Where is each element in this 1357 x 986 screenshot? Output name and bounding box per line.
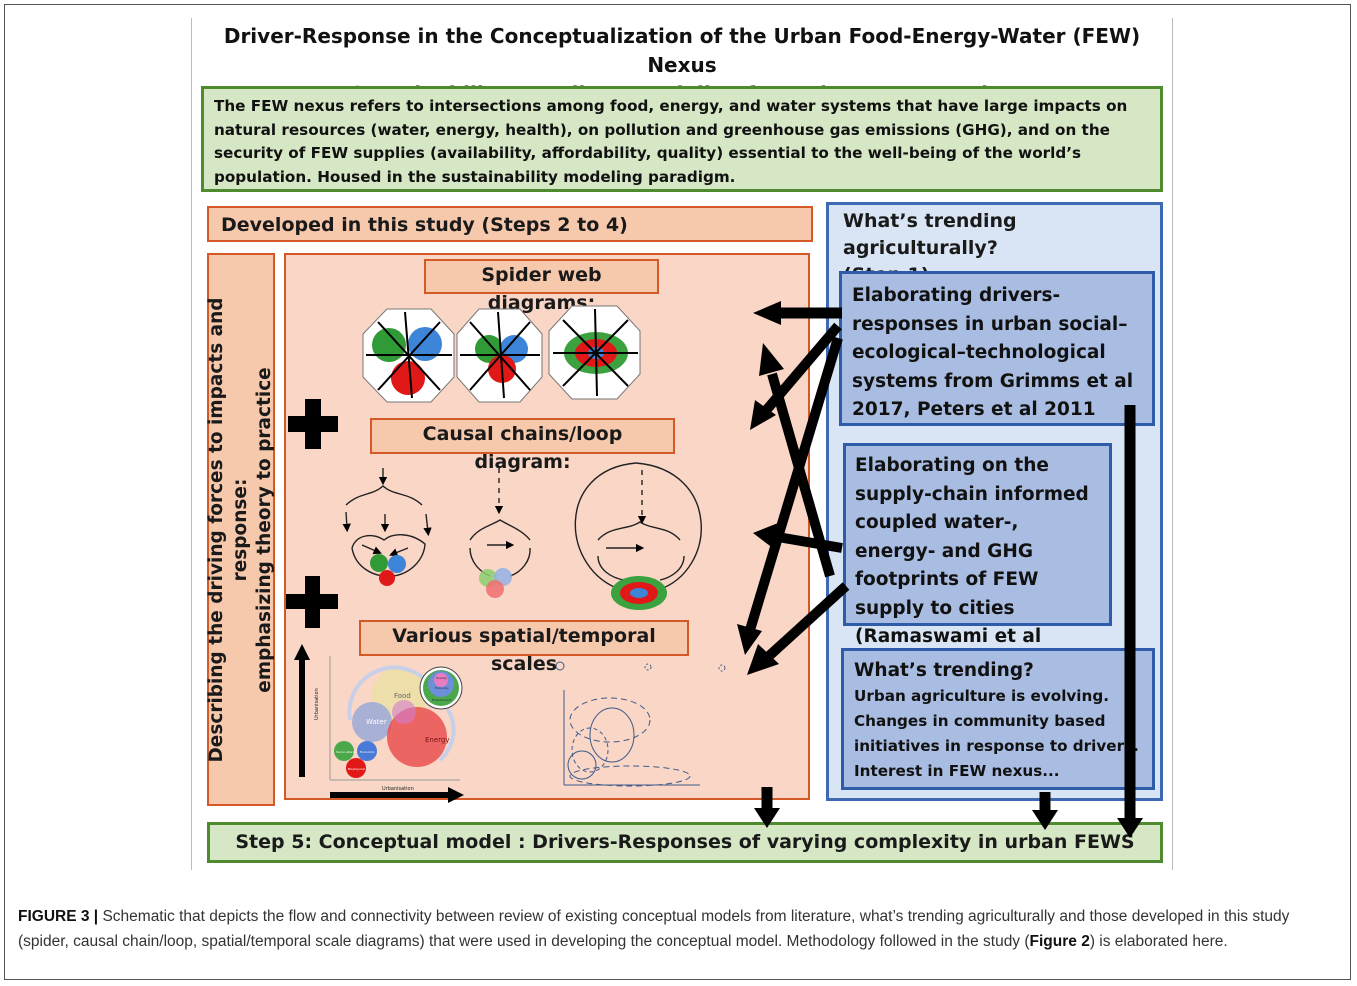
scales-y-axis-label: Urbanisation (314, 688, 320, 720)
right-divider (1172, 18, 1173, 870)
causal-1-red (379, 570, 395, 586)
nested-inner-label: Environment (432, 698, 452, 702)
causal-diagram-2 (469, 468, 531, 577)
nested-circles-mini (419, 666, 463, 710)
bubble-label-c: Biophysical (348, 767, 365, 771)
causal-1-green (370, 554, 388, 572)
developed-header: Developed in this study (Steps 2 to 4) (207, 206, 813, 242)
step5-label: Step 5: Conceptual model : Drivers-Respo… (235, 831, 1135, 853)
scales-label-box: Various spatial/temporal scales (359, 620, 689, 675)
left-divider (191, 18, 192, 870)
caption-figure-ref[interactable]: Figure 2 (1029, 932, 1090, 950)
causal-label-box: Causal chains/loop diagram: (370, 418, 675, 473)
bubble-label-a: Sociocultural (336, 750, 356, 754)
supply-chain-box: Elaborating on the supply-chain informed… (843, 443, 1112, 676)
gear-food-label: Food (394, 692, 411, 700)
plus-icon-1 (288, 399, 338, 449)
scales-sketch (555, 661, 726, 787)
step5-box: Step 5: Conceptual model : Drivers-Respo… (207, 822, 1163, 863)
causal-1-blue (388, 555, 406, 573)
caption-text: Schematic that depicts the flow and conn… (18, 908, 1290, 950)
scales-label: Various spatial/temporal scales (392, 625, 656, 675)
flow-arrows (737, 301, 1143, 838)
spider-diagram-3 (548, 305, 641, 400)
caption-label: FIGURE 3 | (18, 908, 99, 925)
developed-label: Developed in this study (Steps 2 to 4) (221, 214, 628, 236)
figure-caption: FIGURE 3 | Schematic that depicts the fl… (18, 905, 1338, 954)
title-line-1: Driver-Response in the Conceptualization… (223, 24, 1141, 77)
nested-outer-label: Society (436, 676, 447, 680)
causal-diagram-3 (574, 462, 702, 591)
causal-label: Causal chains/loop diagram: (422, 423, 623, 473)
small-bubbles (334, 741, 377, 778)
trending-title-line-1: What’s trending agriculturally? (843, 210, 1017, 259)
trending-line-3: initiatives in response to drivers. (854, 737, 1139, 755)
supply-chain-text: Elaborating on the supply-chain informed… (855, 455, 1089, 676)
trending-line-4: Interest in FEW nexus... (854, 762, 1060, 780)
trending-line-1: Urban agriculture is evolving. (854, 687, 1109, 705)
drivers-responses-box: Elaborating drivers-responses in urban s… (839, 271, 1155, 426)
spider-diagram-2 (456, 308, 543, 403)
intro-box: The FEW nexus refers to intersections am… (201, 86, 1163, 192)
causal-3-blue-core (630, 588, 648, 598)
whats-trending-title: What’s trending? (854, 660, 1034, 681)
plus-icon-2 (286, 576, 338, 628)
scales-axes (294, 644, 464, 803)
caption-end: ) is elaborated here. (1089, 932, 1228, 950)
gear-energy-label: Energy (425, 736, 450, 744)
side-label-box: Describing the driving forces to impacts… (206, 253, 275, 806)
scales-x-axis-label: Urbanisation (382, 786, 414, 792)
bubble-label-b: Economic (360, 750, 375, 754)
nested-middle-label: Economy (435, 686, 449, 690)
intro-text: The FEW nexus refers to intersections am… (214, 97, 1128, 186)
drivers-responses-text: Elaborating drivers-responses in urban s… (852, 285, 1134, 420)
causal-diagram-1 (342, 468, 432, 577)
whats-trending-box: What’s trending? Urban agriculture is ev… (841, 648, 1155, 790)
spider-label-box: Spider web diagrams: (424, 259, 659, 314)
gear-water-label: Water (366, 718, 387, 726)
trending-line-2: Changes in community based (854, 712, 1106, 730)
spider-diagram-1 (362, 308, 455, 403)
figure-frame (4, 4, 1351, 980)
causal-2-red (486, 580, 504, 598)
